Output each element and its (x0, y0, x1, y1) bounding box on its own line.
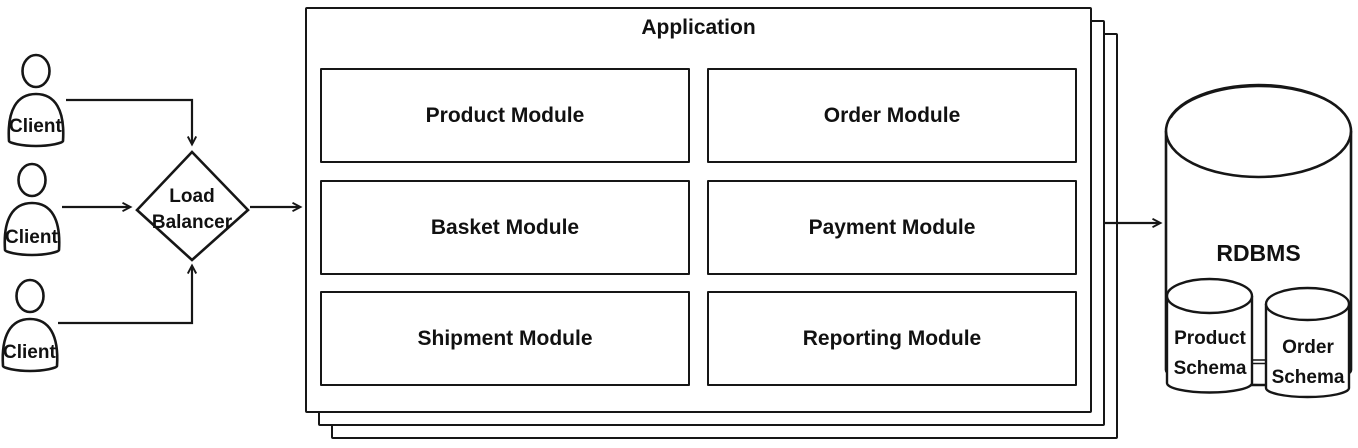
client-label: Client (9, 116, 62, 137)
module-box-payment: Payment Module (707, 180, 1077, 275)
module-box-order: Order Module (707, 68, 1077, 163)
module-box-reporting: Reporting Module (707, 291, 1077, 386)
arrow-client1-to-lb (66, 98, 192, 144)
module-box-shipment: Shipment Module (320, 291, 690, 386)
rdbms-cylinder-sketch-line (1170, 85, 1347, 119)
client-label: Client (3, 342, 56, 363)
rdbms-label: RDBMS (1216, 240, 1301, 266)
client-label: Client (5, 227, 58, 248)
application-title: Application (641, 16, 756, 39)
product-schema-label: Product Schema (1173, 328, 1247, 380)
module-box-product: Product Module (320, 68, 690, 163)
rdbms-cylinder-top (1164, 83, 1353, 179)
module-box-basket: Basket Module (320, 180, 690, 275)
order-schema-cylinder-top (1264, 286, 1351, 322)
product-schema-cylinder-top (1165, 277, 1254, 315)
arrow-client3-to-lb (58, 266, 192, 325)
schema-connector-line (1252, 359, 1267, 365)
order-schema-label: Order Schema (1271, 337, 1345, 389)
load-balancer-label: Load Balancer (151, 186, 233, 233)
